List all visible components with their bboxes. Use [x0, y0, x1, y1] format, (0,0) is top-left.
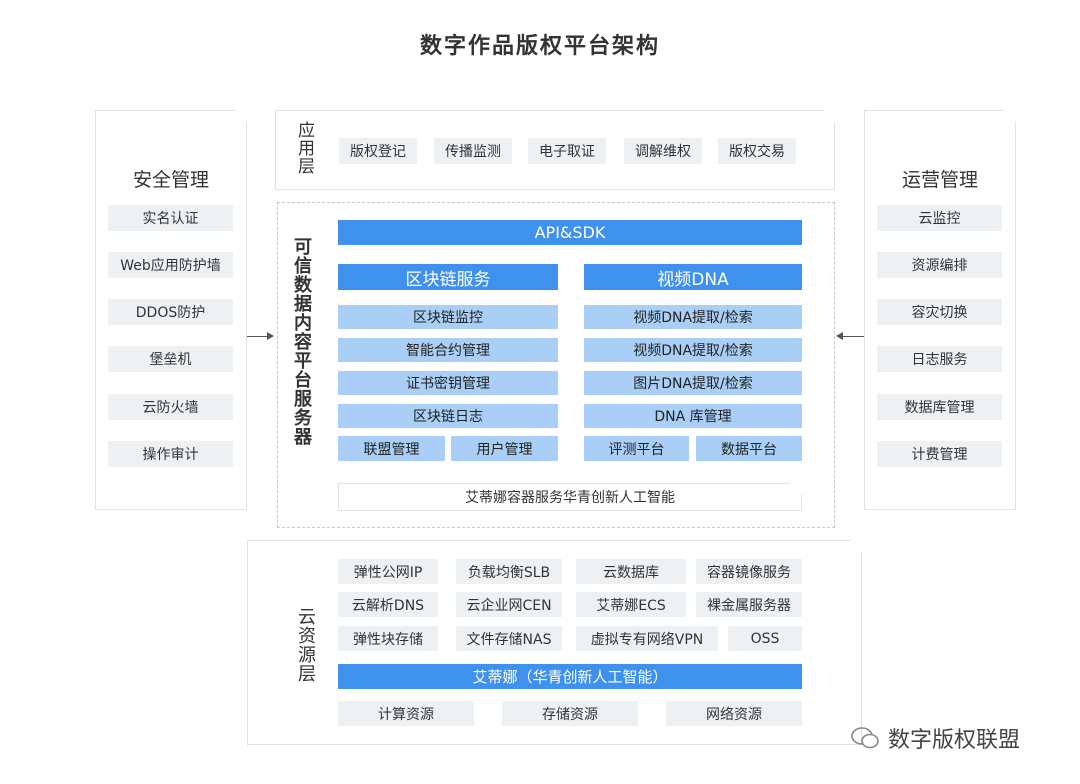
trusted-platform-layer: 可信数据内容平台服务器 — [277, 202, 835, 528]
cloud-service-item: 裸金属服务器 — [696, 592, 802, 617]
arrow-head-icon — [836, 332, 843, 340]
arrow-left-icon — [842, 336, 864, 337]
watermark-text: 数字版权联盟 — [888, 728, 1021, 753]
cloud-service-item: 虚拟专有网络VPN — [576, 626, 718, 651]
security-panel: 安全管理 实名认证 Web应用防护墙 DDOS防护堡垒机云防火墙操作审计 — [95, 110, 247, 510]
operations-title: 运营管理 — [901, 169, 978, 191]
security-item: 云防火墙 — [108, 394, 233, 420]
blockchain-item: 区块链监控 — [338, 305, 558, 329]
cloud-resource-item: 计算资源 — [338, 701, 474, 726]
cloud-service-item: OSS — [728, 626, 802, 651]
operations-item: 云监控 — [877, 205, 1002, 231]
video-dna-item: 图片DNA提取/检索 — [584, 371, 802, 395]
wechat-icon — [851, 727, 879, 749]
cloud-service-item: 弹性公网IP — [338, 559, 438, 584]
aitina-bar: 艾蒂娜（华青创新人工智能） — [338, 664, 802, 689]
application-item: 传播监测 — [434, 138, 512, 164]
cloud-service-item: 弹性块存储 — [338, 626, 438, 651]
application-item: 版权交易 — [718, 138, 796, 164]
trusted-platform-label: 可信数据内容平台服务器 — [291, 237, 312, 446]
security-item: Web应用防护墙 — [108, 252, 233, 278]
security-item: 实名认证 — [108, 205, 233, 231]
blockchain-service-header: 区块链服务 — [338, 264, 558, 290]
cloud-resource-item: 网络资源 — [666, 701, 802, 726]
watermark: 数字版权联盟 — [850, 722, 1020, 754]
blockchain-item: 智能合约管理 — [338, 338, 558, 362]
video-dna-item: 视频DNA提取/检索 — [584, 338, 802, 362]
security-title: 安全管理 — [132, 169, 209, 191]
video-dna-sub-item: 评测平台 — [584, 436, 689, 461]
application-item: 调解维权 — [624, 138, 702, 164]
operations-item: 日志服务 — [877, 346, 1002, 372]
operations-item: 容灾切换 — [877, 299, 1002, 325]
blockchain-item: 区块链日志 — [338, 404, 558, 428]
arrow-head-icon — [267, 332, 274, 340]
cloud-service-item: 容器镜像服务 — [696, 559, 802, 584]
application-layer: 应用层 版权登记传播监测电子取证调解维权版权交易 — [275, 110, 835, 190]
cloud-service-item: 艾蒂娜ECS — [576, 592, 686, 617]
security-item: 堡垒机 — [108, 346, 233, 372]
operations-item: 资源编排 — [877, 252, 1002, 278]
blockchain-sub-item: 联盟管理 — [338, 436, 445, 461]
video-dna-header: 视频DNA — [584, 264, 802, 290]
container-service-strip: 艾蒂娜容器服务华青创新人工智能 — [338, 483, 802, 511]
cloud-service-item: 云数据库 — [576, 559, 686, 584]
cloud-service-item: 云解析DNS — [338, 592, 438, 617]
api-sdk-bar: API&SDK — [338, 220, 802, 245]
security-item: 操作审计 — [108, 441, 233, 467]
video-dna-sub-item: 数据平台 — [696, 436, 802, 461]
cloud-service-item: 文件存储NAS — [456, 626, 562, 651]
application-item: 版权登记 — [339, 138, 417, 164]
cloud-resource-label: 云资源层 — [295, 607, 316, 683]
operations-item: 数据库管理 — [877, 394, 1002, 420]
security-item: DDOS防护 — [108, 299, 233, 325]
operations-item: 计费管理 — [877, 441, 1002, 467]
operations-panel: 运营管理 云监控资源编排容灾切换日志服务数据库管理计费管理 — [864, 110, 1016, 510]
page-title: 数字作品版权平台架构 — [419, 34, 660, 59]
cloud-service-item: 负载均衡SLB — [456, 559, 562, 584]
application-layer-label: 应用层 — [294, 121, 314, 175]
blockchain-item: 证书密钥管理 — [338, 371, 558, 395]
cloud-service-item: 云企业网CEN — [456, 592, 562, 617]
blockchain-sub-item: 用户管理 — [451, 436, 558, 461]
application-item: 电子取证 — [528, 138, 606, 164]
video-dna-item: DNA 库管理 — [584, 404, 802, 428]
video-dna-item: 视频DNA提取/检索 — [584, 305, 802, 329]
cloud-resource-item: 存储资源 — [502, 701, 638, 726]
arrow-right-icon — [247, 336, 271, 337]
